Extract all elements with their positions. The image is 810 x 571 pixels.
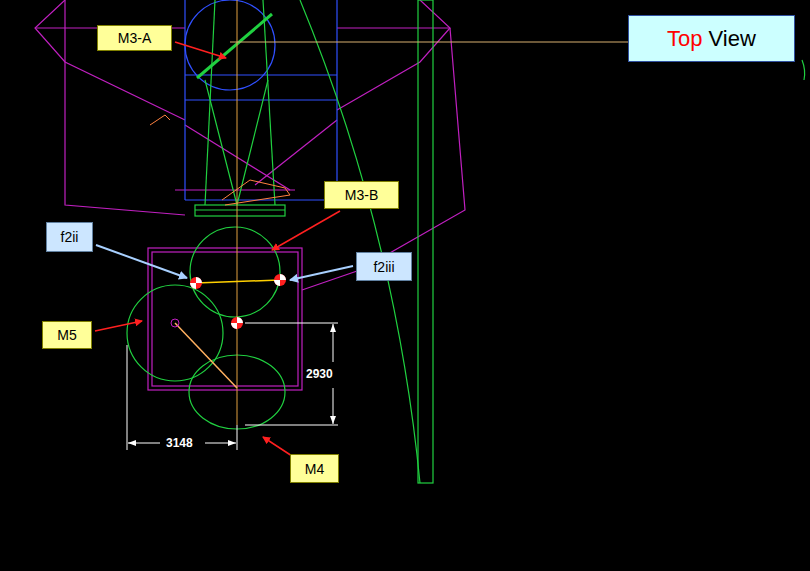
point-label: f2ii xyxy=(46,222,93,252)
part-label: M5 xyxy=(42,321,92,349)
label-text: f2ii xyxy=(61,229,79,245)
label-text: M3-A xyxy=(118,30,151,46)
label-text: Top xyxy=(667,26,702,52)
label-text: View xyxy=(709,26,756,52)
dimension-value: 2930 xyxy=(304,367,335,381)
view-title-box: Top View xyxy=(628,15,795,62)
dimension-value: 3148 xyxy=(164,436,195,450)
part-label: M4 xyxy=(290,454,339,483)
part-label: M3-B xyxy=(324,181,399,209)
point-label: f2iii xyxy=(356,252,412,281)
label-text: f2iii xyxy=(373,259,394,275)
part-label: M3-A xyxy=(97,25,172,51)
label-text: M5 xyxy=(57,327,76,343)
label-text: M3-B xyxy=(345,187,378,203)
label-text: M4 xyxy=(305,461,324,477)
